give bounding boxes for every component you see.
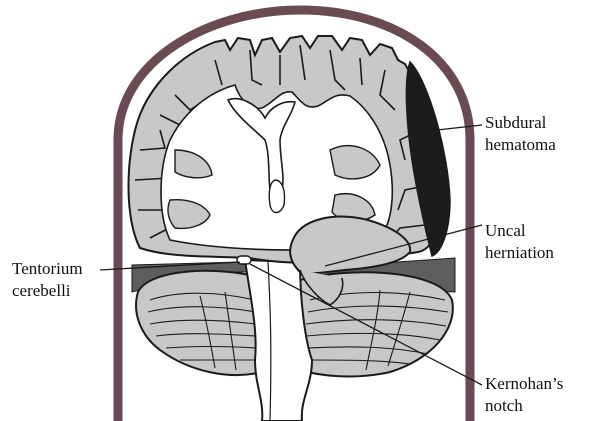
label-uncal-herniation: Uncal herniation bbox=[485, 220, 554, 264]
label-tentorium-cerebelli: Tentorium cerebelli bbox=[12, 258, 83, 302]
leader-subdural bbox=[437, 125, 482, 130]
kernohans-notch-marker bbox=[237, 256, 251, 264]
label-kernohans-notch: Kernohan’s notch bbox=[485, 373, 563, 417]
label-subdural-hematoma: Subdural hematoma bbox=[485, 112, 556, 156]
